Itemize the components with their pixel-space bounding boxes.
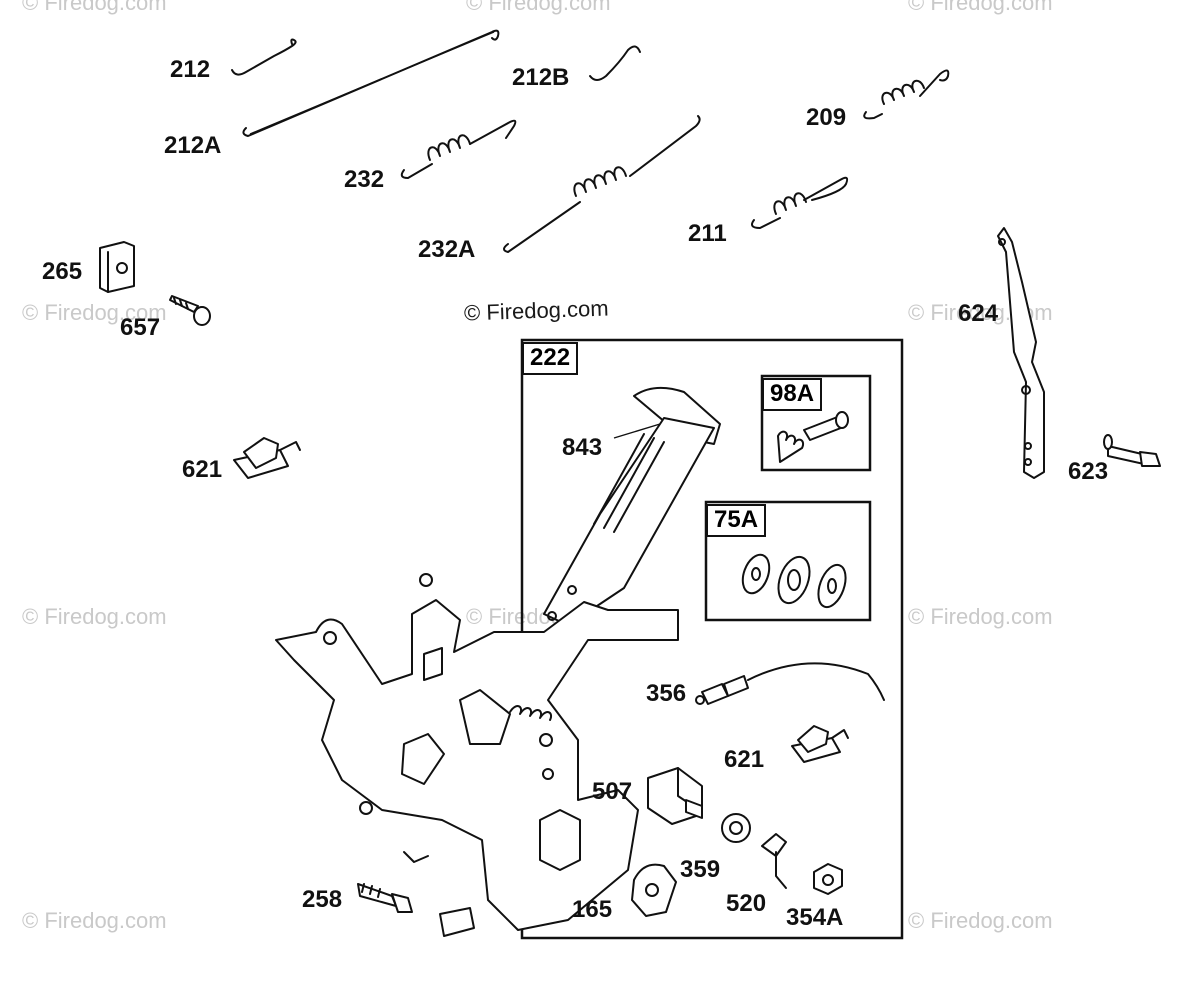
screw-657 — [169, 295, 211, 326]
wire-356 — [695, 662, 885, 705]
kit-98A-box — [760, 374, 872, 472]
kit-75A-box — [704, 500, 872, 622]
part-label-657: 657 — [120, 314, 161, 341]
clip-265 — [99, 241, 135, 293]
part-label-232A: 232A — [418, 236, 476, 263]
kit-222-label: 222 — [522, 342, 579, 375]
spring-209 — [863, 69, 950, 120]
part-label-165: 165 — [572, 896, 613, 923]
part-label-265: 265 — [42, 258, 83, 285]
copyright-center: © Firedog.com — [463, 295, 609, 326]
watermark-lower-right: © Firedog.com — [908, 604, 1053, 629]
watermark-lower-left: © Firedog.com — [22, 604, 167, 629]
part-label-209: 209 — [806, 104, 847, 131]
spring-232A — [503, 115, 701, 253]
spring-211 — [751, 176, 849, 229]
bracket-520 — [761, 833, 787, 889]
watermark-top-left: © Firedog.com — [22, 0, 167, 15]
lever-843 — [543, 386, 721, 629]
part-label-232: 232 — [344, 166, 385, 193]
clip-621-right — [791, 725, 849, 763]
nut-354A — [813, 863, 843, 895]
part-label-211: 211 — [688, 220, 727, 247]
link-212 — [231, 38, 297, 76]
leader-843 — [613, 423, 661, 439]
watermark-top-center: © Firedog.com — [466, 0, 611, 15]
clip-621-left — [233, 437, 301, 479]
control-bracket-assembly — [275, 573, 679, 937]
part-label-212A: 212A — [164, 132, 222, 159]
part-label-623: 623 — [1068, 458, 1109, 485]
lockwasher-359 — [721, 813, 751, 843]
link-212A — [242, 29, 500, 137]
washers-75A — [741, 553, 847, 609]
bolt-623 — [1103, 434, 1161, 467]
part-label-359: 359 — [680, 856, 721, 883]
spring-screw-98A — [777, 411, 849, 463]
kit-98A-label: 98A — [762, 378, 823, 411]
part-label-354A: 354A — [786, 904, 844, 931]
spring-232 — [400, 119, 517, 179]
cam-165 — [631, 863, 677, 917]
part-label-624: 624 — [958, 300, 999, 327]
bracket-624 — [997, 227, 1045, 479]
part-label-621-right: 621 — [724, 746, 765, 773]
part-label-621-left: 621 — [182, 456, 223, 483]
part-label-843: 843 — [562, 434, 603, 461]
part-label-507: 507 — [592, 778, 633, 805]
part-label-212: 212 — [170, 56, 211, 83]
part-label-258: 258 — [302, 886, 343, 913]
watermark-mid-left: © Firedog.com — [22, 300, 167, 325]
link-212B — [589, 45, 641, 81]
watermark-bottom-right: © Firedog.com — [908, 908, 1053, 933]
part-label-356: 356 — [646, 680, 687, 707]
watermark-bottom-left: © Firedog.com — [22, 908, 167, 933]
screw-258 — [357, 883, 413, 913]
watermark-top-right: © Firedog.com — [908, 0, 1053, 15]
part-label-520: 520 — [726, 890, 767, 917]
part-label-212B: 212B — [512, 64, 570, 91]
kit-75A-label: 75A — [706, 504, 767, 537]
switch-507 — [647, 767, 703, 825]
